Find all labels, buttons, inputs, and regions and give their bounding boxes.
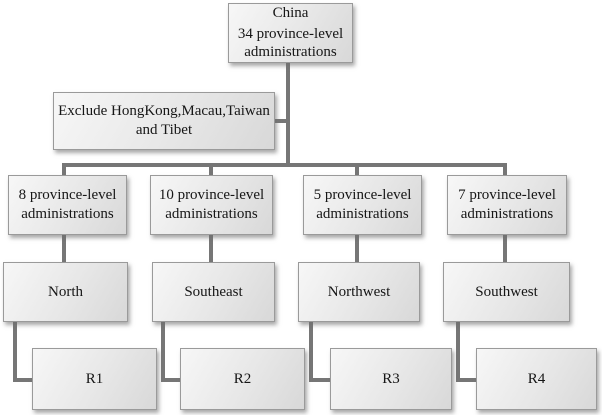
code-label: R1 <box>85 370 104 387</box>
branch-count-label: 7 province-level administrations <box>458 187 556 222</box>
node-exclusion-line2: and Tibet <box>135 122 193 138</box>
node-china-subtitle: 34 province-level administrations <box>237 25 344 61</box>
node-branch-count-southwest: 7 province-level administrations <box>447 175 567 235</box>
node-region-northwest: Northwest <box>298 262 420 322</box>
node-code-r4: R4 <box>476 348 597 410</box>
region-label: Northwest <box>327 283 391 300</box>
node-exclusion-line1: Exclude HongKong,Macau,Taiwan <box>58 103 270 120</box>
region-label: Southwest <box>475 283 538 300</box>
code-label: R2 <box>233 370 252 387</box>
code-label: R3 <box>382 370 400 387</box>
node-region-north: North <box>3 262 128 322</box>
node-code-r1: R1 <box>32 348 157 410</box>
node-region-southeast: Southeast <box>152 262 275 322</box>
region-label: North <box>48 283 83 300</box>
connector-region-code-3 <box>309 321 332 382</box>
connector-region-code-4 <box>456 321 478 382</box>
branch-count-label: 8 province-level administrations <box>18 187 117 222</box>
node-china: China 34 province-level administrations <box>228 3 353 63</box>
branch-count-label: 5 province-level administrations <box>313 187 412 222</box>
node-branch-count-southeast: 10 province-level administrations <box>150 175 273 235</box>
node-branch-count-northwest: 5 province-level administrations <box>303 175 422 235</box>
node-code-r2: R2 <box>180 348 305 410</box>
node-region-southwest: Southwest <box>443 262 570 322</box>
region-label: Southeast <box>184 283 243 300</box>
node-exclusion: Exclude HongKong,Macau,Taiwan and Tibet <box>53 92 275 150</box>
node-code-r3: R3 <box>330 348 452 410</box>
branch-count-label: 10 province-level administrations <box>158 187 265 222</box>
node-china-title: China <box>272 4 309 21</box>
code-label: R4 <box>527 370 546 387</box>
node-branch-count-north: 8 province-level administrations <box>8 175 127 235</box>
